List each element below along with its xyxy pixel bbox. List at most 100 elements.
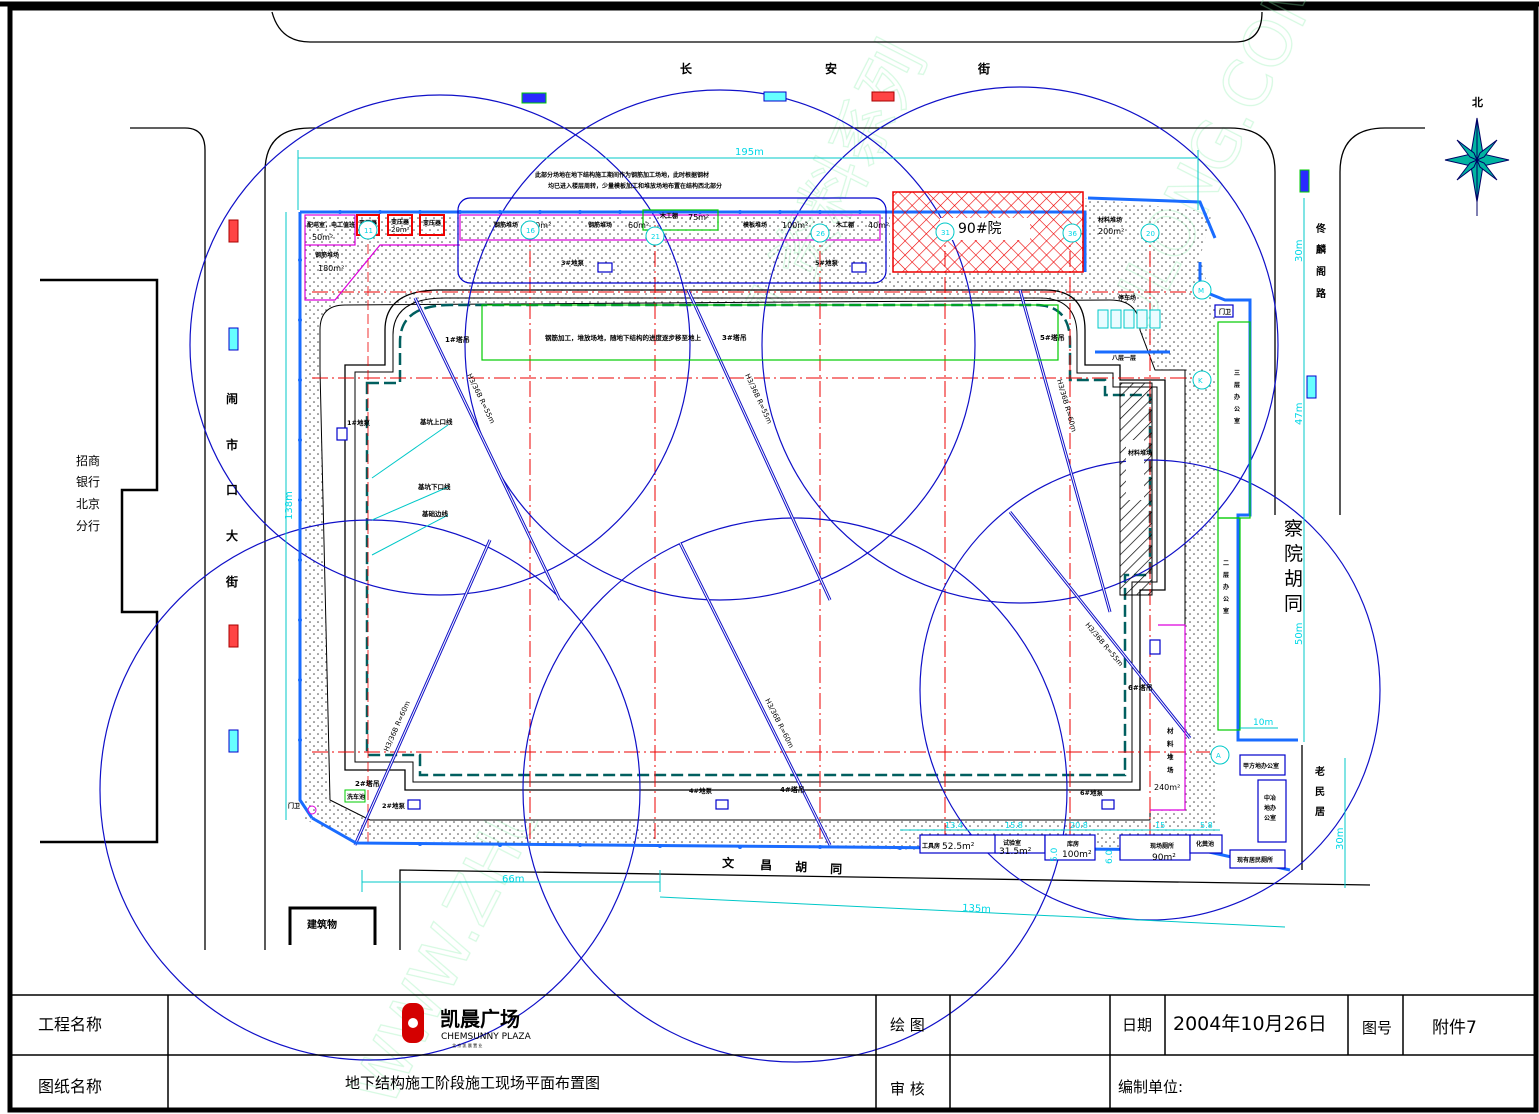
svg-text:室: 室 xyxy=(1234,417,1240,425)
svg-text:同: 同 xyxy=(830,862,842,876)
pit-bottom-edge-label: 基坑下口线 xyxy=(417,482,451,491)
zone-transformer-3: 变压器 xyxy=(423,219,442,227)
svg-text:察: 察 xyxy=(1284,518,1303,540)
svg-text:文: 文 xyxy=(722,855,736,870)
old-residence-label: 老 民 居 xyxy=(1314,765,1325,818)
mid-office-label-1: 中冶 xyxy=(1264,794,1276,802)
parking-vehicles xyxy=(1097,309,1161,329)
street-name-north: 长 安 街 xyxy=(680,61,990,76)
street-name-east-lane: 察 院 胡 同 xyxy=(1284,518,1303,615)
dim-30m-south: 30m xyxy=(1335,828,1346,850)
svg-text:招商: 招商 xyxy=(76,453,100,468)
svg-text:居: 居 xyxy=(1315,806,1325,818)
drawing-name: 地下结构施工阶段施工现场平面布置图 xyxy=(345,1074,600,1092)
north-arrow-icon xyxy=(1444,117,1510,216)
hoist-4-label: 4#地泵 xyxy=(689,786,712,795)
dim-30m-east: 30m xyxy=(1294,240,1305,262)
crane-4-label: 4#塔吊 xyxy=(780,785,805,794)
svg-text:街: 街 xyxy=(225,574,238,589)
svg-text:20: 20 xyxy=(1146,230,1155,238)
svg-text:昌: 昌 xyxy=(760,858,772,872)
three-story-office-label: 三 层 办 公 室 xyxy=(1234,370,1240,425)
wash-pool-label: 洗车池 xyxy=(347,793,365,801)
logo-cn: 凯晨广场 xyxy=(440,1007,520,1031)
owner-office-label: 甲方地办公室 xyxy=(1243,762,1279,770)
dim-seg-4: 15 xyxy=(1155,821,1165,830)
crane-6-label: 6#塔吊 xyxy=(1128,683,1153,692)
zone-rebar-3-label: 钢筋堆场 xyxy=(588,221,612,229)
logo-en: CHEMSUNNY PLAZA xyxy=(441,1032,532,1042)
svg-text:佟: 佟 xyxy=(1315,222,1327,235)
top-zones xyxy=(304,197,887,301)
dim-5-0: 5.0 xyxy=(1050,847,1060,862)
date-value: 2004年10月26日 xyxy=(1173,1013,1327,1035)
pit-top-line xyxy=(344,289,1166,791)
zone-carpentry-1-area: 75m² xyxy=(688,213,709,222)
street-name-south: 文 昌 胡 同 xyxy=(722,855,842,876)
svg-text:院: 院 xyxy=(1284,543,1303,565)
svg-text:办: 办 xyxy=(1223,583,1229,591)
pit-top-edge-label: 基坑上口线 xyxy=(419,417,453,426)
hoist-5-label: 5#地泵 xyxy=(815,258,838,267)
zone-carpentry-2-area: 40m² xyxy=(868,221,889,230)
zone-formwork-label: 模板堆场 xyxy=(743,221,767,229)
svg-text:240m²: 240m² xyxy=(1154,783,1180,792)
svg-text:北京: 北京 xyxy=(76,497,100,511)
basement-entrance-label: 八层一层 xyxy=(1111,354,1136,362)
svg-text:胡: 胡 xyxy=(1284,568,1303,590)
svg-text:三: 三 xyxy=(1234,370,1240,377)
svg-text:二: 二 xyxy=(1223,560,1229,567)
svg-text:长: 长 xyxy=(680,61,693,76)
resident-toilet-label: 现有居民厕所 xyxy=(1237,856,1273,864)
svg-text:市: 市 xyxy=(226,437,238,452)
dim-50m: 50m xyxy=(1294,623,1305,645)
svg-text:银行: 银行 xyxy=(76,475,100,489)
dim-seg-5: 5.8 xyxy=(1200,821,1213,830)
svg-text:老: 老 xyxy=(1314,765,1325,778)
crane-1-label: 1#塔吊 xyxy=(445,335,470,344)
building-label: 建筑物 xyxy=(306,918,337,931)
mid-office-label-2: 地办 xyxy=(1264,804,1276,812)
zone-transformer-2: 变压器 xyxy=(391,218,410,226)
svg-text:阁: 阁 xyxy=(1316,265,1326,278)
crane-5-label: 5#塔吊 xyxy=(1040,333,1065,342)
street-edges xyxy=(130,11,1425,950)
warehouse-label: 库房 xyxy=(1067,840,1079,848)
east-material-yard xyxy=(1150,624,1186,811)
svg-text:民: 民 xyxy=(1315,786,1325,798)
svg-text:11: 11 xyxy=(364,227,373,235)
gate-right-label: 门卫 xyxy=(1219,308,1231,316)
zone-carpentry-2-label: 木工棚 xyxy=(835,221,854,229)
svg-text:层: 层 xyxy=(1234,381,1240,389)
unit-label: 编制单位: xyxy=(1118,1078,1183,1096)
svg-text:分行: 分行 xyxy=(76,519,100,533)
svg-text:材: 材 xyxy=(1166,726,1174,735)
gate-left-label: 门卫 xyxy=(288,802,300,810)
zone-formwork-area: 100m² xyxy=(782,221,808,230)
east-material-yard-label: 材 料 堆 场 240m² xyxy=(1154,726,1180,792)
title-block xyxy=(10,994,1536,1110)
rebar-yard-note: 钢筋加工，堆放场地，随地下结构的进度逐步移至地上 xyxy=(545,333,702,342)
building-outline xyxy=(288,906,377,945)
hoist-6-label: 6#地泵 xyxy=(1080,788,1103,797)
lab-area: 31.5m² xyxy=(999,847,1032,857)
svg-text:胡: 胡 xyxy=(795,859,808,874)
tool-house-label: 工具房 xyxy=(922,842,940,850)
svg-text:K: K xyxy=(1198,377,1203,385)
svg-text:路: 路 xyxy=(1316,287,1327,300)
dim-seg-3: 20.8 xyxy=(1070,821,1088,830)
fig-no-value: 附件7 xyxy=(1432,1018,1477,1038)
foundation-edge-label: 基础边线 xyxy=(421,509,449,518)
company-logo: 凯晨广场 CHEMSUNNY PLAZA 北 京 凯 晨 置 业 xyxy=(402,1003,532,1048)
svg-text:M: M xyxy=(1198,287,1204,295)
svg-text:36: 36 xyxy=(1068,230,1077,238)
svg-text:A: A xyxy=(1216,752,1221,760)
dim-47m: 47m xyxy=(1294,403,1305,425)
zone-material-area: 200m² xyxy=(1098,227,1124,236)
svg-text:办: 办 xyxy=(1234,393,1240,401)
east-offices xyxy=(1214,304,1287,843)
svg-text:闹: 闹 xyxy=(226,391,238,406)
hoist-3-label: 3#地泵 xyxy=(561,258,584,267)
pit-bottom-line xyxy=(354,297,1158,783)
